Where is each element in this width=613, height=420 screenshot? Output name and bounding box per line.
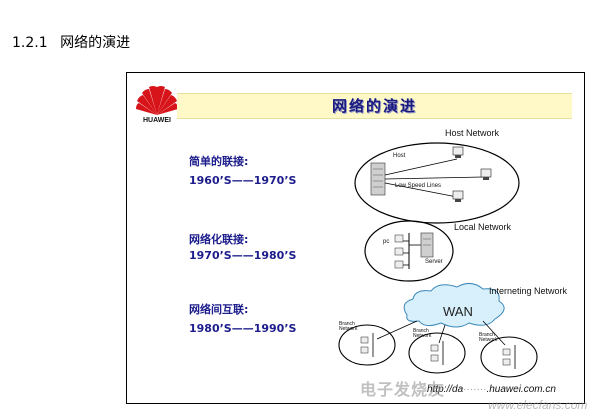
branch-network-label: Branch Network <box>339 321 358 332</box>
terminal-icon <box>452 146 464 158</box>
branch-network-label: Branch Network <box>479 332 498 343</box>
url-start: http://da <box>427 384 464 395</box>
pc-icon <box>502 358 511 366</box>
server-label: Server <box>425 259 443 265</box>
branch-network-boundary <box>480 336 538 378</box>
host-mainframe-icon <box>370 162 386 196</box>
slide-url: http://da·······.huawei.com.cn <box>427 384 556 395</box>
network-diagrams <box>338 142 538 378</box>
local-network-title: Local Network <box>454 222 512 232</box>
stage-3-label: 网络间互联: <box>189 303 249 316</box>
watermark: 电子发烧友 <box>360 382 446 399</box>
branch-network-label: Branch Network <box>413 328 432 339</box>
huawei-petals-icon <box>136 86 178 115</box>
pc-label: pc <box>383 239 390 245</box>
section-number: 1.2.1 <box>12 35 48 51</box>
low-speed-lines-label: Low Speed Lines <box>395 183 442 189</box>
slide-title-bar: 网络的演进 <box>177 93 572 119</box>
stage-2-label: 网络化联接: <box>189 233 249 246</box>
section-title: 网络的演进 <box>60 35 131 51</box>
branch-network-boundary <box>338 324 396 366</box>
terminal-icon <box>480 168 492 180</box>
pc-icon <box>394 260 404 269</box>
interneting-network-title: Interneting Network <box>489 286 568 296</box>
stage-2-years: 1970’S——1980’S <box>189 249 297 262</box>
slide-frame: HUAWEI 网络的演进 简单的联接: 1960’S——1970’S 网络化联接… <box>126 72 585 404</box>
terminal-icon <box>452 190 464 202</box>
stage-1-label: 简单的联接: <box>189 155 249 168</box>
host-network-title: Host Network <box>445 128 500 138</box>
url-end: .huawei.com.cn <box>486 384 556 395</box>
pc-icon <box>360 346 369 354</box>
section-heading: 1.2.1 网络的演进 <box>12 32 130 52</box>
pc-icon <box>394 247 404 256</box>
huawei-logo-text: HUAWEI <box>143 117 171 124</box>
wan-label: WAN <box>443 304 473 319</box>
stage-3-years: 1980’S——1990’S <box>189 322 297 335</box>
pc-icon <box>360 336 369 344</box>
huawei-logo: HUAWEI <box>135 83 179 124</box>
pc-icon <box>430 344 439 352</box>
wan-cloud <box>403 283 505 328</box>
stage-1-years: 1960’S——1970’S <box>189 174 297 187</box>
local-network-boundary <box>364 220 454 282</box>
pc-icon <box>430 354 439 362</box>
branch-network-boundary <box>408 332 466 374</box>
slide-title: 网络的演进 <box>331 97 417 115</box>
pc-icon <box>394 234 404 243</box>
server-icon <box>420 232 434 258</box>
watermark-url: www.elecfans.com <box>488 398 588 412</box>
host-label: Host <box>393 153 406 159</box>
host-network-boundary <box>354 142 520 224</box>
pc-icon <box>502 348 511 356</box>
